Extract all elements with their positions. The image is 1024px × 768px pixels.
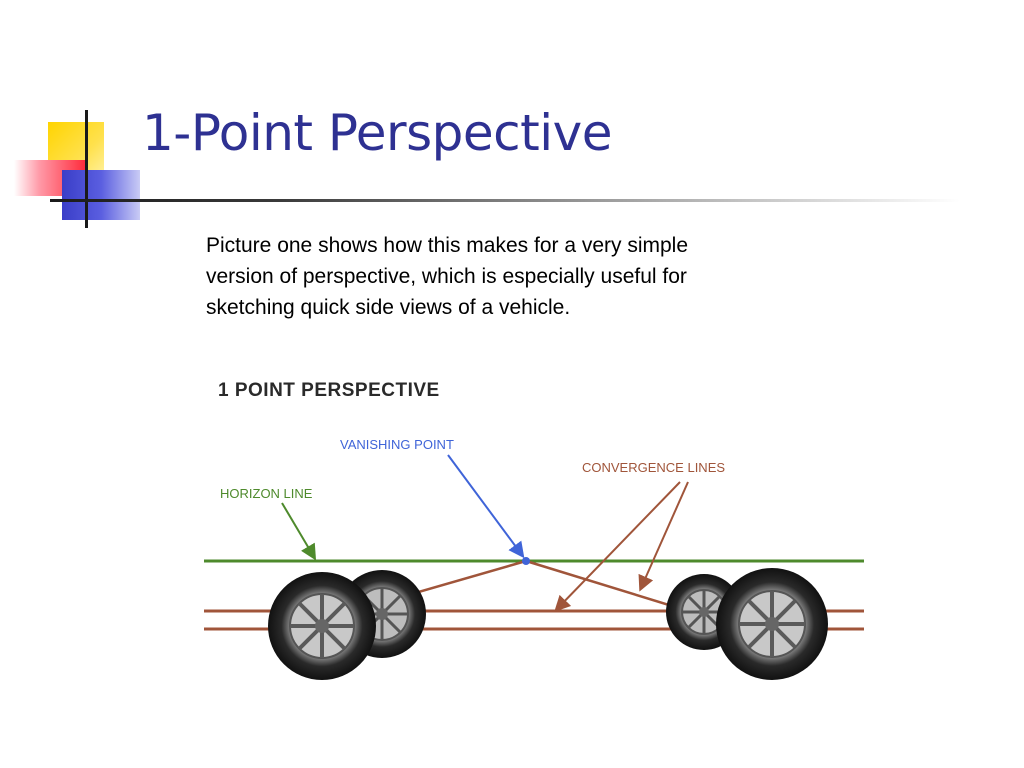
car-wheel-icon [716,568,828,680]
body-line: sketching quick side views of a vehicle. [206,296,571,319]
vanishing-point-dot [522,557,530,565]
car-wheel-icon [268,572,376,680]
perspective-diagram: 1 POINT PERSPECTIVE VANISHING POINT CONV… [204,380,864,680]
slide-body-text: Picture one shows how this makes for a v… [206,230,826,323]
slide-title: 1-Point Perspective [142,104,612,162]
body-line: Picture one shows how this makes for a v… [206,234,689,257]
vanishing-point-label: VANISHING POINT [340,437,454,452]
title-underline [50,199,960,202]
body-line: version of perspective, which is especia… [206,265,687,288]
logo-vertical-line [85,110,88,228]
convergence-arrow [638,481,689,592]
logo-blue-square [62,170,140,220]
figure-heading: 1 POINT PERSPECTIVE [218,380,440,401]
convergence-lines-label: CONVERGENCE LINES [582,460,725,475]
vanishing-arrow [447,454,525,559]
convergence-arrow [554,481,681,612]
perspective-figure: 1 POINT PERSPECTIVE VANISHING POINT CONV… [204,360,864,690]
horizon-arrow [281,502,317,561]
horizon-line-label: HORIZON LINE [220,486,313,501]
